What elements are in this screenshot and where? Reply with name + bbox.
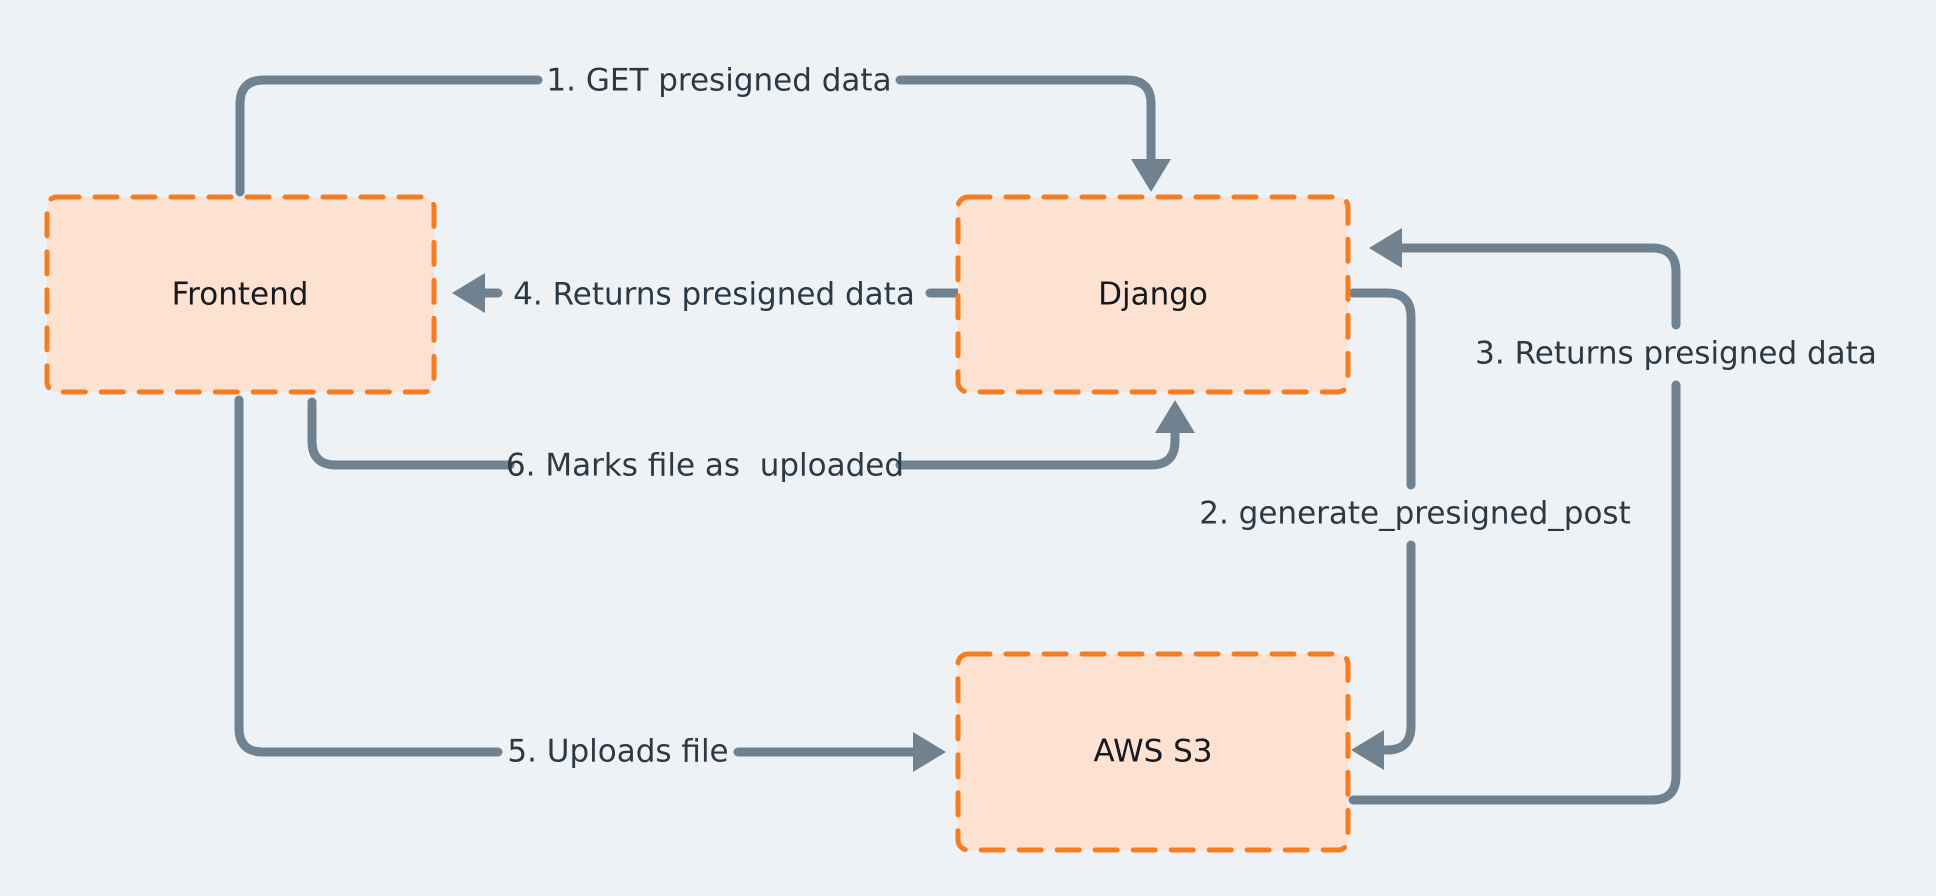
edge-4-label: 4. Returns presigned data [513, 277, 915, 313]
edge-5-path-left [234, 395, 503, 757]
edge-4-returns-presigned-data [452, 273, 963, 313]
node-frontend[interactable]: Frontend [44, 194, 437, 395]
edge-5-label: 5. Uploads file [507, 734, 728, 770]
edge-3-label: 3. Returns presigned data [1475, 336, 1877, 372]
node-frontend-label: Frontend [172, 277, 309, 313]
node-django[interactable]: Django [955, 194, 1351, 395]
node-frontend-box[interactable] [44, 194, 437, 395]
edge-1-path [235, 75, 543, 197]
edge-6-path-left [307, 397, 515, 470]
node-aws-s3[interactable]: AWS S3 [955, 651, 1351, 853]
edge-5-uploads-file [234, 395, 946, 772]
edge-6-label: 6. Marks file as uploaded [506, 448, 904, 484]
edge-6-arrowhead [1155, 400, 1195, 433]
edge-3-returns-presigned-data [1348, 228, 1681, 805]
edge-5-arrowhead [913, 732, 946, 772]
edge-2-label: 2. generate_presigned_post [1199, 496, 1630, 532]
node-aws-s3-box[interactable] [955, 651, 1351, 853]
edge-2-path-top [1348, 288, 1416, 490]
edge-1-label: 1. GET presigned data [546, 63, 891, 99]
edge-6-path-right [895, 421, 1180, 470]
edge-3-arrowhead [1369, 228, 1402, 268]
edge-1-get-presigned-data [235, 75, 1171, 197]
edge-3-path-bottom [1348, 380, 1681, 805]
edge-2-path-bottom [1372, 540, 1416, 755]
edge-2-arrowhead [1351, 730, 1384, 770]
edge-6-marks-file-as-uploaded [307, 397, 1195, 470]
edge-4-arrowhead [452, 273, 485, 313]
edge-2-generate-presigned-post [1348, 288, 1416, 770]
edge-1-path-right [895, 75, 1156, 173]
node-django-label: Django [1098, 277, 1208, 313]
node-django-box[interactable] [955, 194, 1351, 395]
edge-1-arrowhead [1131, 159, 1171, 192]
node-aws-s3-label: AWS S3 [1093, 734, 1212, 770]
edge-3-path-top [1390, 243, 1681, 330]
